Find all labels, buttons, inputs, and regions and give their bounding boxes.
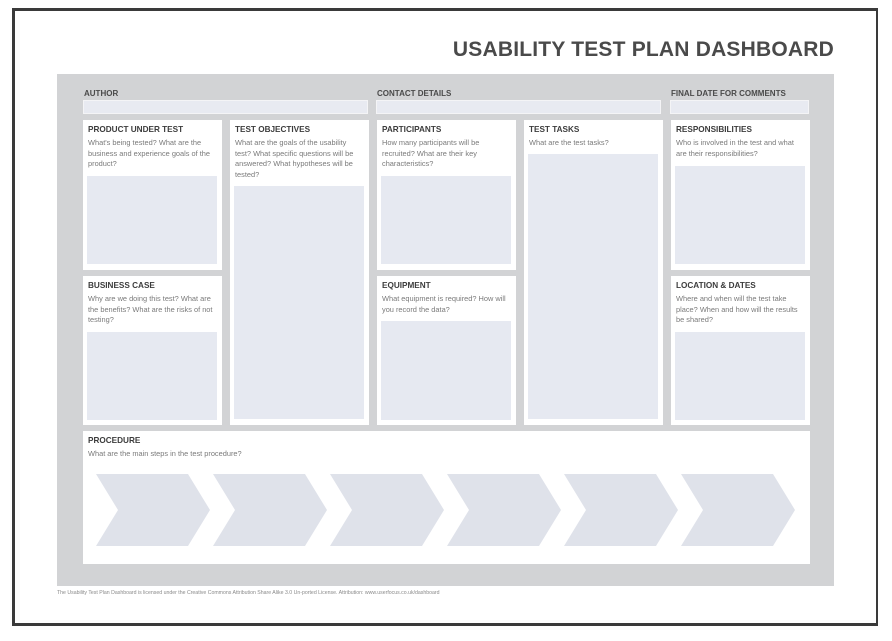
card-question: What are the test tasks? <box>529 138 609 147</box>
product-input-area[interactable] <box>87 176 217 264</box>
participants-input-area[interactable] <box>381 176 511 264</box>
card-question: What are the main steps in the test proc… <box>88 449 242 458</box>
card-question: Where and when will the test take place?… <box>676 294 798 324</box>
procedure-step-2[interactable] <box>213 474 327 546</box>
procedure-step-6[interactable] <box>681 474 795 546</box>
card-equipment: EQUIPMENT What equipment is required? Ho… <box>377 276 516 425</box>
card-title: TEST TASKS <box>529 125 580 134</box>
procedure-step-4[interactable] <box>447 474 561 546</box>
card-question: Who is involved in the test and what are… <box>676 138 794 158</box>
card-location-dates: LOCATION & DATES Where and when will the… <box>671 276 810 425</box>
card-title: PROCEDURE <box>88 436 141 445</box>
procedure-step-5[interactable] <box>564 474 678 546</box>
objectives-input-area[interactable] <box>234 186 364 419</box>
card-title: LOCATION & DATES <box>676 281 756 290</box>
final-date-label: FINAL DATE FOR COMMENTS <box>671 89 786 98</box>
procedure-steps <box>96 474 795 546</box>
card-responsibilities: RESPONSIBILITIES Who is involved in the … <box>671 120 810 270</box>
responsibilities-input-area[interactable] <box>675 166 805 264</box>
author-field[interactable] <box>83 100 368 114</box>
card-title: EQUIPMENT <box>382 281 431 290</box>
contact-details-label: CONTACT DETAILS <box>377 89 452 98</box>
card-title: BUSINESS CASE <box>88 281 155 290</box>
procedure-step-3[interactable] <box>330 474 444 546</box>
card-participants: PARTICIPANTS How many participants will … <box>377 120 516 270</box>
card-title: TEST OBJECTIVES <box>235 125 311 134</box>
card-product-under-test: PRODUCT UNDER TEST What's being tested? … <box>83 120 222 270</box>
card-test-tasks: TEST TASKS What are the test tasks? <box>524 120 663 425</box>
location-input-area[interactable] <box>675 332 805 420</box>
card-question: What's being tested? What are the busine… <box>88 138 211 168</box>
card-question: Why are we doing this test? What are the… <box>88 294 213 324</box>
business-input-area[interactable] <box>87 332 217 420</box>
contact-details-field[interactable] <box>376 100 661 114</box>
final-date-field[interactable] <box>670 100 809 114</box>
tasks-input-area[interactable] <box>528 154 658 419</box>
card-title: RESPONSIBILITIES <box>676 125 752 134</box>
author-label: AUTHOR <box>84 89 119 98</box>
card-title: PARTICIPANTS <box>382 125 442 134</box>
card-question: What are the goals of the usability test… <box>235 138 354 179</box>
card-question: How many participants will be recruited?… <box>382 138 480 168</box>
card-business-case: BUSINESS CASE Why are we doing this test… <box>83 276 222 425</box>
license-footer: The Usability Test Plan Dashboard is lic… <box>57 590 440 596</box>
page-title: USABILITY TEST PLAN DASHBOARD <box>452 38 834 61</box>
procedure-step-1[interactable] <box>96 474 210 546</box>
card-title: PRODUCT UNDER TEST <box>88 125 184 134</box>
card-test-objectives: TEST OBJECTIVES What are the goals of th… <box>230 120 369 425</box>
card-question: What equipment is required? How will you… <box>382 294 506 314</box>
equipment-input-area[interactable] <box>381 321 511 420</box>
